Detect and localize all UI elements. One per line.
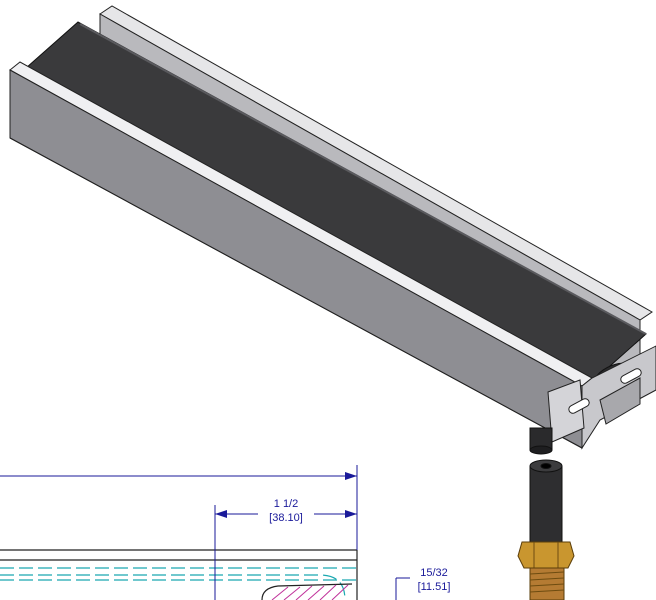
- side-dimension-metric-label: [11.51]: [418, 581, 451, 593]
- dimension-fraction-label: 1 1/2: [274, 498, 298, 510]
- end-slot: [568, 398, 590, 414]
- isometric-assembly-view: [9, 5, 656, 600]
- channel-front-wall: [9, 61, 593, 449]
- brass-fitting: [517, 541, 575, 600]
- rubber-tube: [529, 459, 563, 547]
- dimension-15-32: 15/32 [11.51]: [395, 567, 451, 600]
- side-dimension-fraction-label: 15/32: [420, 567, 448, 579]
- rubber-pad: [20, 21, 647, 404]
- overall-dimension-line: [0, 472, 357, 480]
- end-slot-right: [620, 368, 642, 384]
- channel-end-cap: [547, 345, 656, 450]
- hidden-line: [0, 574, 346, 600]
- section-hatch: [271, 584, 349, 600]
- stub-connector: [529, 427, 553, 455]
- dimension-metric-label: [38.10]: [269, 512, 303, 524]
- dimension-1-1-2: 1 1/2 [38.10]: [215, 498, 357, 524]
- orthographic-view: 1 1/2 [38.10] 15/32 [11.51]: [0, 465, 450, 600]
